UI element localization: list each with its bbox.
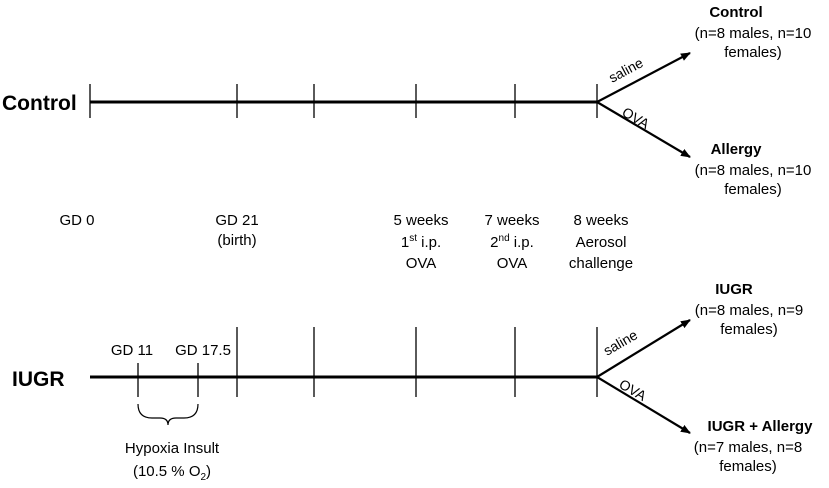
outcome-iugr-allergy-title: IUGR + Allergy — [708, 418, 814, 435]
timepoint-week7-line2: 2nd i.p. — [490, 233, 534, 251]
iugr-group-label: IUGR — [12, 368, 65, 391]
week5-ordinal-sup: st — [409, 233, 417, 244]
outcome-iugr-allergy-line1: (n=7 males, n=8 — [694, 439, 802, 456]
timepoint-week5-line3: OVA — [406, 255, 437, 272]
timepoint-week8-line3: challenge — [569, 255, 633, 272]
outcome-control-line2: females) — [724, 44, 782, 61]
week7-ordinal-sup: nd — [499, 233, 510, 244]
week5-ordinal: 1 — [401, 234, 409, 251]
iugr-gd11-label: GD 11 — [111, 342, 153, 359]
iugr-gd175-label: GD 17.5 — [175, 342, 231, 359]
hypoxia-o2-pre: (10.5 % O — [133, 463, 201, 480]
outcome-allergy-line1: (n=8 males, n=10 — [695, 162, 812, 179]
control-saline-label: saline — [606, 54, 646, 85]
iugr-ova-arrow — [596, 376, 691, 434]
hypoxia-brace — [137, 403, 199, 426]
week7-ip: i.p. — [510, 234, 534, 251]
control-ova-label: OVA — [620, 104, 653, 132]
outcome-control-line1: (n=8 males, n=10 — [695, 25, 812, 42]
outcome-allergy-title: Allergy — [711, 141, 763, 158]
timepoint-gd21-line1: GD 21 — [215, 212, 258, 229]
control-saline-arrow — [596, 52, 691, 103]
timepoint-week8-line2: Aerosol — [576, 234, 627, 251]
week5-ip: i.p. — [417, 234, 441, 251]
timepoint-week8-line1: 8 weeks — [573, 212, 628, 229]
control-group-label: Control — [2, 92, 77, 115]
outcome-iugr-allergy-line2: females) — [719, 458, 777, 475]
hypoxia-o2-sub: 2 — [200, 472, 206, 483]
iugr-saline-arrow — [596, 319, 691, 378]
outcome-iugr-line1: (n=8 males, n=9 — [695, 302, 803, 319]
control-ova-arrow — [596, 101, 691, 158]
timepoint-week5-line2: 1st i.p. — [401, 233, 441, 251]
outcome-iugr-line2: females) — [720, 321, 778, 338]
outcome-iugr-title: IUGR — [715, 281, 753, 298]
outcome-allergy-line2: females) — [724, 181, 782, 198]
timepoint-week7-line1: 7 weeks — [484, 212, 539, 229]
timepoint-gd0: GD 0 — [59, 212, 94, 229]
iugr-timeline-ticks — [137, 327, 598, 397]
timepoint-week7-line3: OVA — [497, 255, 528, 272]
hypoxia-o2-post: ) — [206, 463, 211, 480]
hypoxia-o2-label: (10.5 % O2) — [133, 463, 211, 483]
timepoint-week5-line1: 5 weeks — [393, 212, 448, 229]
control-timeline-ticks — [89, 84, 598, 118]
week7-ordinal: 2 — [490, 234, 498, 251]
hypoxia-insult-label: Hypoxia Insult — [125, 440, 220, 457]
outcome-control-title: Control — [709, 4, 762, 21]
timepoint-gd21-line2: (birth) — [217, 232, 256, 249]
